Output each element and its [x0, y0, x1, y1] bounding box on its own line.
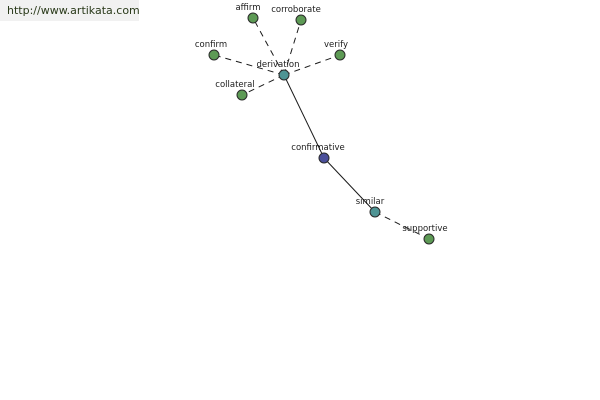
- node-derivation[interactable]: [278, 69, 290, 81]
- node-supportive[interactable]: [423, 233, 435, 245]
- source-banner: http://www.artikata.com: [0, 0, 140, 21]
- node-label-corroborate[interactable]: corroborate: [271, 5, 321, 15]
- node-label-collateral[interactable]: collateral: [215, 80, 254, 90]
- node-label-confirmative[interactable]: confirmative: [291, 143, 344, 153]
- nodes-layer: [208, 12, 435, 245]
- node-label-similar[interactable]: similar: [356, 197, 385, 207]
- edge-derivation-corroborate: [283, 19, 302, 76]
- node-label-verify[interactable]: verify: [324, 40, 348, 50]
- node-corroborate[interactable]: [295, 14, 307, 26]
- labels-layer: confirmative similar supportive derivation a…: [195, 3, 448, 234]
- node-verify[interactable]: [334, 49, 346, 61]
- edge-derivation-collateral: [241, 74, 285, 96]
- node-confirm[interactable]: [208, 49, 220, 61]
- source-link[interactable]: http://www.artikata.com: [7, 4, 140, 17]
- node-confirmative[interactable]: [318, 152, 330, 164]
- edge-confirmative-derivation: [283, 74, 325, 159]
- node-label-supportive[interactable]: supportive: [402, 224, 447, 234]
- edge-derivation-verify: [283, 54, 341, 76]
- node-affirm[interactable]: [247, 12, 259, 24]
- node-label-derivation[interactable]: derivation: [256, 60, 299, 70]
- node-label-confirm[interactable]: confirm: [195, 40, 227, 50]
- edge-derivation-confirm: [213, 54, 285, 76]
- node-collateral[interactable]: [236, 89, 248, 101]
- edge-confirmative-similar: [323, 157, 376, 213]
- node-similar[interactable]: [369, 206, 381, 218]
- edges-layer: [213, 17, 430, 240]
- node-label-affirm[interactable]: affirm: [235, 3, 260, 13]
